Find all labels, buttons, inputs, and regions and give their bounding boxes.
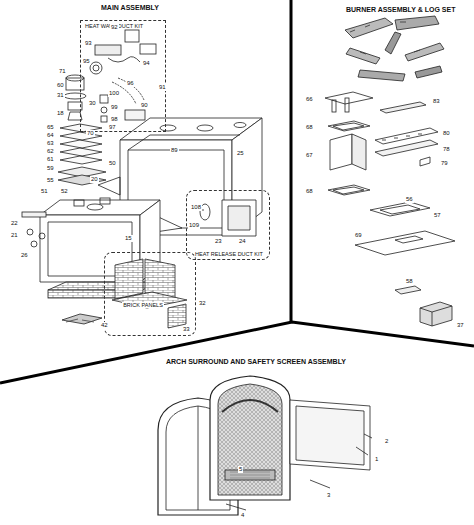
callout-number: 93 [84,40,93,47]
dashed-kit-outline: HEAT WAVE DUCT KIT [80,20,166,132]
callout-number: 92 [110,24,119,31]
kit-label: BRICK PANELS [122,302,164,308]
callout-number: 98 [110,116,119,123]
callout-number: 2 [384,438,389,445]
callout-number: 15 [124,235,133,242]
section-heading: MAIN ASSEMBLY [100,4,160,12]
callout-number: 31 [56,92,65,99]
callout-number: 32 [198,300,207,307]
kit-label: HEAT RELEASE DUCT KIT [194,251,264,257]
callout-number: 91 [158,84,167,91]
callout-number: 26 [20,252,29,259]
callout-number: 83 [432,98,441,105]
callout-number: 1 [374,456,379,463]
callout-number: 5 [238,466,243,473]
callout-number: 89 [170,147,179,154]
callout-number: 95 [82,58,91,65]
callout-number: 65 [46,124,55,131]
callout-number: 80 [442,130,451,137]
callout-number: 79 [440,160,449,167]
callout-number: 37 [456,322,465,329]
callout-number: 60 [56,82,65,89]
callout-number: 51 [40,188,49,195]
callout-number: 68 [305,188,314,195]
callout-number: 4 [240,512,245,519]
callout-number: 59 [46,165,55,172]
section-heading: BURNER ASSEMBLY & LOG SET [345,6,456,14]
callout-number: 108 [190,204,202,211]
callout-number: 24 [238,238,247,245]
callout-number: 90 [140,102,149,109]
callout-number: 50 [108,160,117,167]
callout-number: 21 [10,232,19,239]
callout-number: 52 [60,188,69,195]
callout-number: 67 [305,152,314,159]
callout-number: 78 [442,146,451,153]
callout-number: 94 [142,60,151,67]
callout-number: 20 [90,176,99,183]
section-heading: ARCH SURROUND AND SAFETY SCREEN ASSEMBLY [165,358,347,366]
callout-number: 99 [110,104,119,111]
callout-number: 109 [188,222,200,229]
callout-number: 64 [46,132,55,139]
callout-number: 22 [10,220,19,227]
dashed-kit-outline: BRICK PANELS [104,252,196,336]
callout-number: 71 [58,68,67,75]
callout-number: 25 [236,150,245,157]
callout-number: 66 [305,96,314,103]
callout-number: 58 [405,278,414,285]
callout-number: 23 [214,238,223,245]
callout-number: 63 [46,140,55,147]
callout-number: 100 [108,90,120,97]
callout-number: 30 [88,100,97,107]
callout-number: 68 [305,124,314,131]
callout-number: 96 [126,80,135,87]
callout-number: 42 [100,322,109,329]
callout-number: 57 [433,212,442,219]
callout-number: 55 [46,177,55,184]
callout-number: 61 [46,156,55,163]
callout-number: 33 [182,326,191,333]
callout-number: 69 [354,232,363,239]
callout-number: 56 [405,196,414,203]
callout-number: 70 [86,130,95,137]
callout-number: 62 [46,148,55,155]
callout-number: 97 [108,124,117,131]
callout-number: 3 [326,492,331,499]
callout-number: 18 [56,110,65,117]
